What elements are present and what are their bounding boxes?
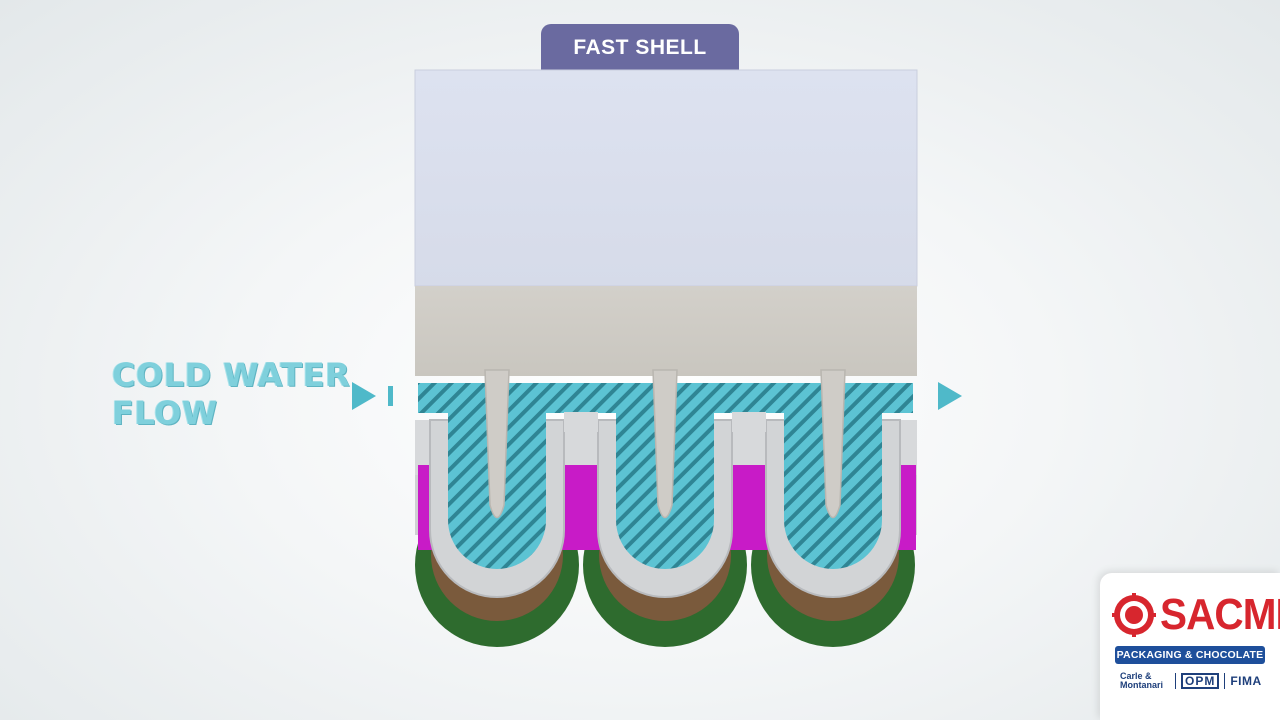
flow-arrows (352, 382, 962, 410)
cold-water-line-1: COLD WATER (112, 356, 351, 394)
carle-montanari: Carle & Montanari (1120, 671, 1164, 690)
cold-water-line-2: FLOW (112, 394, 218, 432)
flow-arrow-in-tail (388, 386, 393, 406)
cold-water-flow-label: COLD WATER FLOW (112, 356, 350, 432)
separator (1224, 673, 1226, 689)
separator (1175, 673, 1176, 689)
flow-arrow-out (938, 382, 962, 410)
title-tab: FAST SHELL (541, 24, 739, 71)
top-block (414, 69, 918, 287)
tagline-bar: PACKAGING & CHOCOLATE (1115, 646, 1265, 664)
sacmi-logo: SACMI PACKAGING & CHOCOLATE Carle & Mont… (1100, 573, 1280, 720)
flow-arrow-in (352, 382, 376, 410)
brand-name: SACMI (1160, 590, 1280, 639)
brand-row: SACMI (1112, 587, 1280, 643)
middle-block (415, 286, 917, 376)
opm-brand: OPM (1181, 673, 1220, 689)
sub-brands: Carle & Montanari OPM FIMA (1120, 670, 1268, 692)
fima-brand: FIMA (1230, 674, 1262, 688)
punches (484, 369, 846, 519)
sacmi-emblem-icon (1112, 593, 1156, 637)
